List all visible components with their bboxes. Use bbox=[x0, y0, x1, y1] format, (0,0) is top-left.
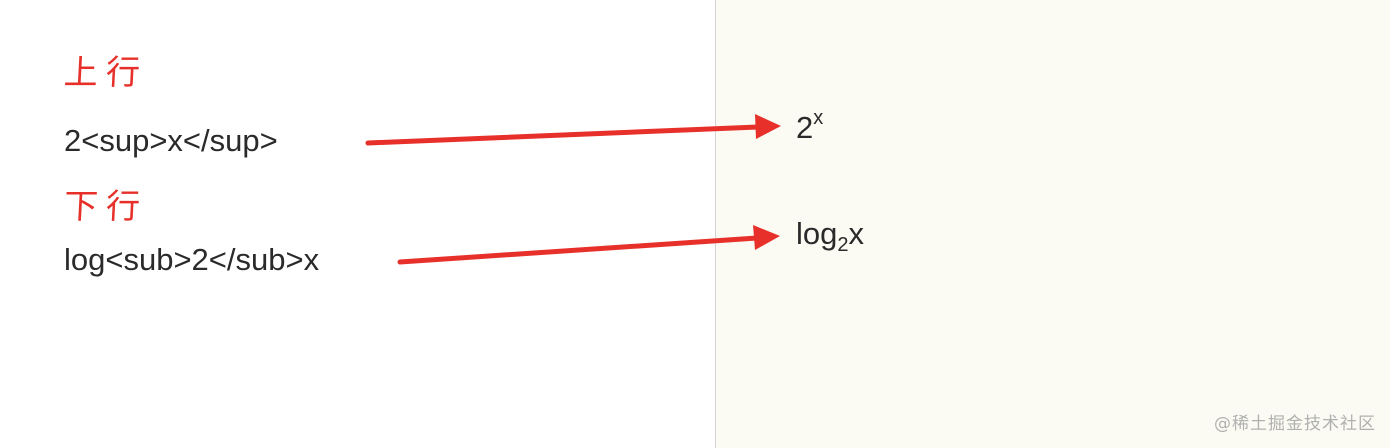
subscript-source-code: log<sub>2</sub>x bbox=[64, 242, 320, 277]
superscript-rendered-result: 2x bbox=[796, 108, 823, 145]
subscript-annotation: 下行 bbox=[62, 187, 150, 227]
source-pane bbox=[0, 0, 715, 448]
subscript-base: log bbox=[796, 216, 838, 251]
subscript-tail: x bbox=[848, 216, 865, 251]
superscript-source-code: 2<sup>x</sup> bbox=[64, 123, 278, 158]
pane-divider[interactable] bbox=[715, 0, 716, 448]
subscript-rendered-result: log2x bbox=[796, 216, 865, 255]
preview-pane bbox=[716, 0, 1390, 448]
superscript-exponent: x bbox=[813, 107, 824, 129]
superscript-base: 2 bbox=[796, 110, 814, 145]
superscript-annotation: 上行 bbox=[62, 53, 150, 93]
watermark: @稀土掘金技术社区 bbox=[1214, 414, 1376, 434]
subscript-index: 2 bbox=[837, 234, 849, 256]
